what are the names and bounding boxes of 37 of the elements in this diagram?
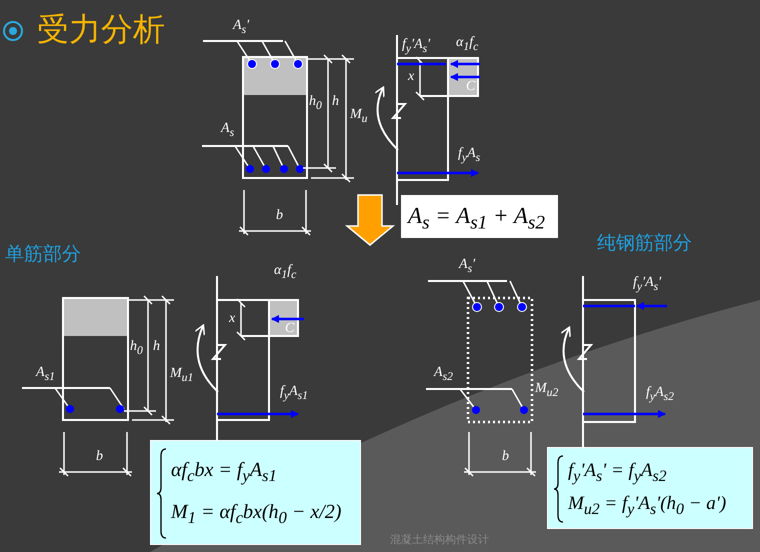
dimension-label: x — [229, 312, 236, 326]
symbol-label: f$_{y}$A$_{s}$ — [458, 147, 480, 164]
dimension-label: x — [408, 70, 414, 84]
symbol-label: f$_{y}$A$_{s2}$ — [646, 386, 674, 402]
dimension-label: h$_{0}$ — [130, 340, 143, 356]
symbol-label: A$_{s1}$ — [36, 366, 55, 382]
symbol-label: C — [466, 80, 476, 94]
dimension-label: h — [332, 95, 339, 109]
symbol-label: M$_{u2}$ — [535, 382, 558, 398]
symbol-label: A$_{s}$' — [459, 258, 476, 274]
symbol-label: A$_{s2}$ — [434, 366, 453, 382]
symbol-label: C — [285, 322, 294, 336]
section-heading: 纯钢筋部分 — [597, 234, 692, 253]
formula: M$_{1}$ = αf$_{c}$bx(h$_{0}$ − x/2) — [171, 502, 342, 528]
dimension-label: b — [502, 450, 509, 464]
formula-box — [401, 195, 558, 238]
dimension-label: h$_{0}$ — [309, 95, 322, 112]
formula: αf$_{c}$bx = f$_{y}$A$_{s1}$ — [171, 460, 278, 485]
symbol-label: M$_{u1}$ — [170, 367, 194, 384]
symbol-label: A$_{s}$' — [233, 19, 250, 36]
symbol-label: f$_{y}$'A$_{s}$' — [402, 38, 430, 54]
symbol-label: M$_{u}$ — [350, 108, 368, 124]
symbol-label: f$_{y}$A$_{s1}$ — [280, 385, 308, 402]
formula: A$_{s}$ = A$_{s1}$ + A$_{s2}$ — [408, 204, 546, 233]
symbol-label: α$_{1}$f$_{c}$ — [456, 36, 478, 52]
symbol-label: α$_{1}$f$_{c}$ — [274, 264, 296, 280]
formula-box — [547, 447, 753, 529]
symbol-label: f$_{y}$'A$_{s}$' — [633, 276, 662, 292]
formula-box — [150, 440, 361, 545]
formula: M$_{u2}$ = f$_{y}$'A$_{s}$'(h$_{0}$ − a') — [568, 494, 728, 518]
dimension-label: h — [153, 340, 160, 354]
dimension-label: b — [276, 209, 283, 223]
formula: f$_{y}$'A$_{s}$' = f$_{y}$A$_{s2}$ — [568, 460, 668, 484]
dimension-label: b — [96, 450, 103, 464]
section-heading: 单筋部分 — [5, 245, 81, 264]
slide-title: 受力分析 — [37, 13, 165, 45]
symbol-label: A$_{s}$ — [221, 122, 234, 138]
